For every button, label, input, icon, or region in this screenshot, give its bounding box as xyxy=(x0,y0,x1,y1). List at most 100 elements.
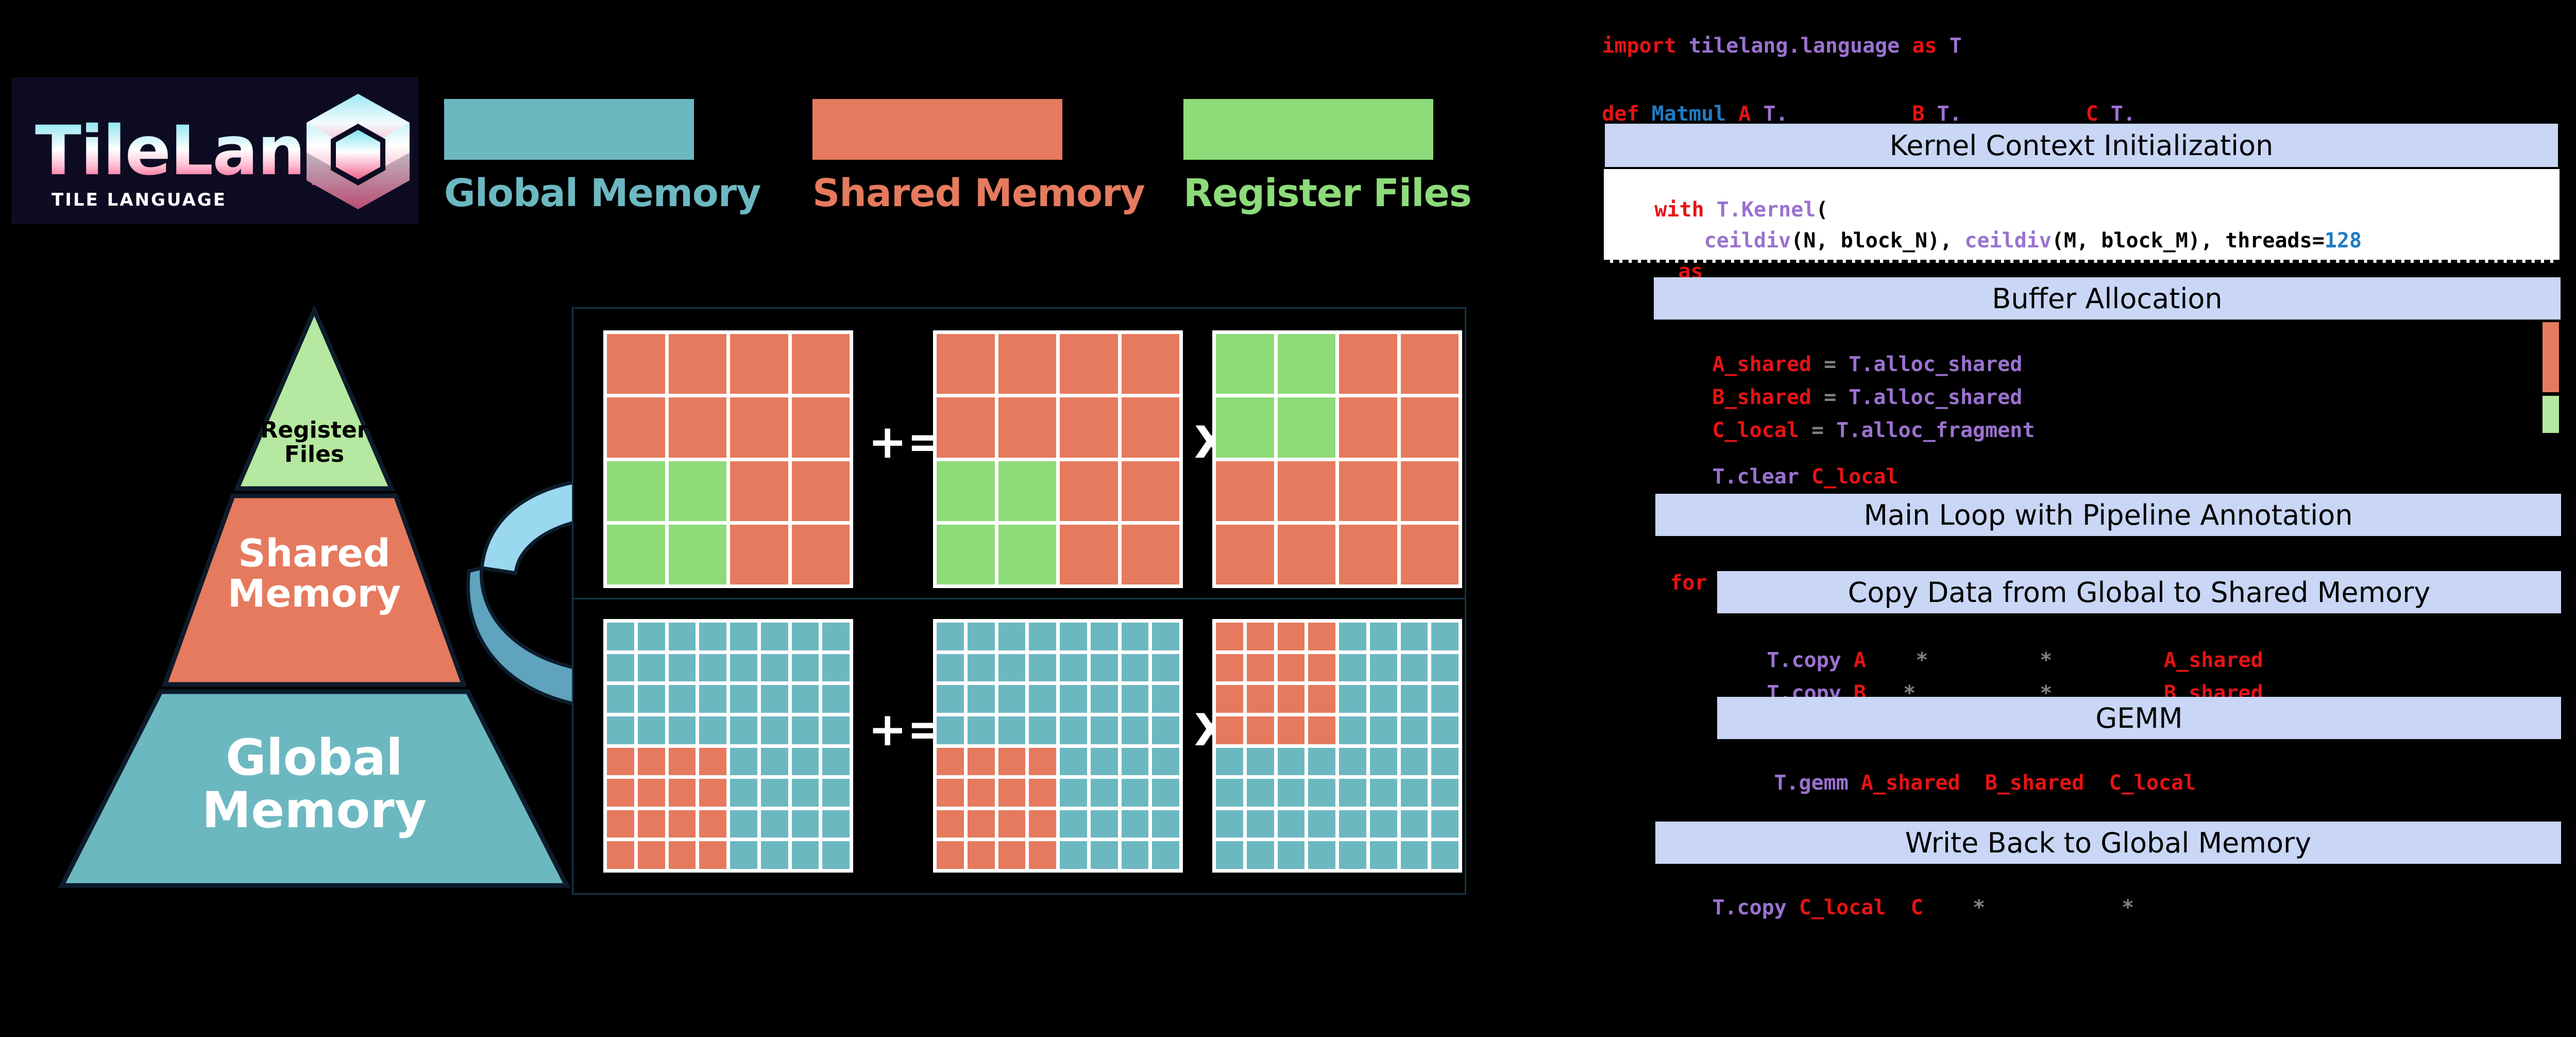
matrix-cell xyxy=(967,810,995,838)
matrix-cell xyxy=(1369,747,1397,776)
matrix-cell xyxy=(1060,334,1118,394)
matrix-cell xyxy=(1216,841,1243,869)
clear-target: C_local xyxy=(1811,465,1899,489)
def-function-name: Matmul xyxy=(1651,102,1726,126)
legend-swatch-shared-memory xyxy=(812,99,1062,160)
matrix-cell xyxy=(1246,779,1274,807)
matrix-cell xyxy=(1339,716,1366,744)
matrix-cell xyxy=(937,654,964,682)
matrix-cell xyxy=(1400,654,1428,682)
matrix-cell xyxy=(760,747,788,776)
matrix-cell xyxy=(937,716,964,744)
matrix-cell xyxy=(730,685,757,713)
matrix-cell xyxy=(1121,623,1149,650)
matrix-cell xyxy=(1090,685,1118,713)
as-keyword: as xyxy=(1912,34,1937,58)
matrix-cell xyxy=(1339,397,1397,458)
code-line-import: import tilelang.language as T xyxy=(1552,10,1962,81)
pyramid-shapes xyxy=(58,304,571,888)
clear-fn: T.clear xyxy=(1712,465,1799,489)
matrix-cell xyxy=(668,685,696,713)
logo-wordmark: TileLang xyxy=(35,111,353,191)
import-keyword: import xyxy=(1602,34,1676,58)
matrix-cell xyxy=(822,654,850,682)
matrix-cell xyxy=(668,334,726,394)
matrix-cell xyxy=(1216,779,1243,807)
matrix-cell xyxy=(967,747,995,776)
matrix-cell xyxy=(1121,716,1149,744)
matrix-cell xyxy=(1277,779,1305,807)
matrix-cell xyxy=(637,747,665,776)
import-alias: T xyxy=(1949,34,1962,58)
matrix-cell xyxy=(668,654,696,682)
code-line-b-shared-alloc: B_shared = T.alloc_shared xyxy=(1663,362,2022,433)
matrix-cell xyxy=(1308,716,1335,744)
code-line-copy-a: T.copy A * * A_shared xyxy=(1717,625,2263,696)
matrix-cell xyxy=(730,841,757,869)
with-keyword: with xyxy=(1654,198,1704,222)
matrix-cell xyxy=(937,461,995,521)
matrix-cell xyxy=(1216,334,1274,394)
matrix-cell xyxy=(607,810,634,838)
matrix-cell xyxy=(937,623,964,650)
matrix-cell xyxy=(998,623,1026,650)
legend-label-global-memory: Global Memory xyxy=(444,171,761,215)
matrix-cell xyxy=(1090,810,1118,838)
matrix-cell xyxy=(1339,623,1366,650)
matrix-cell xyxy=(637,716,665,744)
matrix-cell xyxy=(1152,841,1179,869)
matrix-cell xyxy=(1121,461,1179,521)
matrix-cell xyxy=(1216,716,1243,744)
matrix-cell xyxy=(1277,461,1335,521)
matrix-cell xyxy=(1246,841,1274,869)
copy-src-a: A xyxy=(1853,648,1867,672)
matrix-cell xyxy=(1090,623,1118,650)
matrix-cell xyxy=(1339,747,1366,776)
matrix-cell xyxy=(1152,810,1179,838)
matrix-cell xyxy=(1277,524,1335,584)
matrix-cell xyxy=(668,716,696,744)
writeback-dst: C xyxy=(1910,896,1923,919)
matrix-cell xyxy=(1029,685,1056,713)
code-line-writeback: T.copy C_local C * * xyxy=(1663,872,2134,943)
matrix-cell xyxy=(937,810,964,838)
matrix-cell xyxy=(967,623,995,650)
matrix-cell xyxy=(791,397,850,458)
code-line-c-local-alloc: C_local = T.alloc_fragment xyxy=(1663,395,2035,466)
matrix-a-global xyxy=(933,619,1183,873)
matrix-cell xyxy=(998,397,1056,458)
matrix-cell xyxy=(791,747,819,776)
matrix-cell xyxy=(760,779,788,807)
matrix-cell xyxy=(1369,810,1397,838)
matrix-cell xyxy=(1152,685,1179,713)
matrix-cell xyxy=(760,716,788,744)
matrix-cell xyxy=(760,810,788,838)
matrix-cell xyxy=(1400,685,1428,713)
legend-swatch-global-memory xyxy=(444,99,694,160)
matrix-cell xyxy=(637,623,665,650)
shared-memory-swatch xyxy=(2543,322,2559,392)
matrix-cell xyxy=(1152,654,1179,682)
matrix-cell xyxy=(699,685,726,713)
matrix-cell xyxy=(1277,623,1305,650)
ceildiv-fn-1: ceildiv xyxy=(1704,229,1791,253)
matrix-cell xyxy=(730,779,757,807)
code-line-def: def Matmul A T. B T. C T. xyxy=(1552,78,2136,149)
matrix-cell xyxy=(699,779,726,807)
matrix-cell xyxy=(1216,397,1274,458)
threads-value: 128 xyxy=(2324,229,2362,253)
c-local-var: C_local xyxy=(1712,419,1799,442)
matrix-cell xyxy=(967,716,995,744)
matrix-cell xyxy=(637,779,665,807)
matrix-cell xyxy=(1277,747,1305,776)
matrix-cell xyxy=(1121,524,1179,584)
matrix-cell xyxy=(1060,623,1087,650)
matrix-cell xyxy=(1216,461,1274,521)
matrix-cell xyxy=(1400,334,1459,394)
matrix-cell xyxy=(1060,654,1087,682)
writeback-star-2: * xyxy=(2122,896,2134,919)
matrix-cell xyxy=(699,841,726,869)
def-keyword: def xyxy=(1602,102,1639,126)
